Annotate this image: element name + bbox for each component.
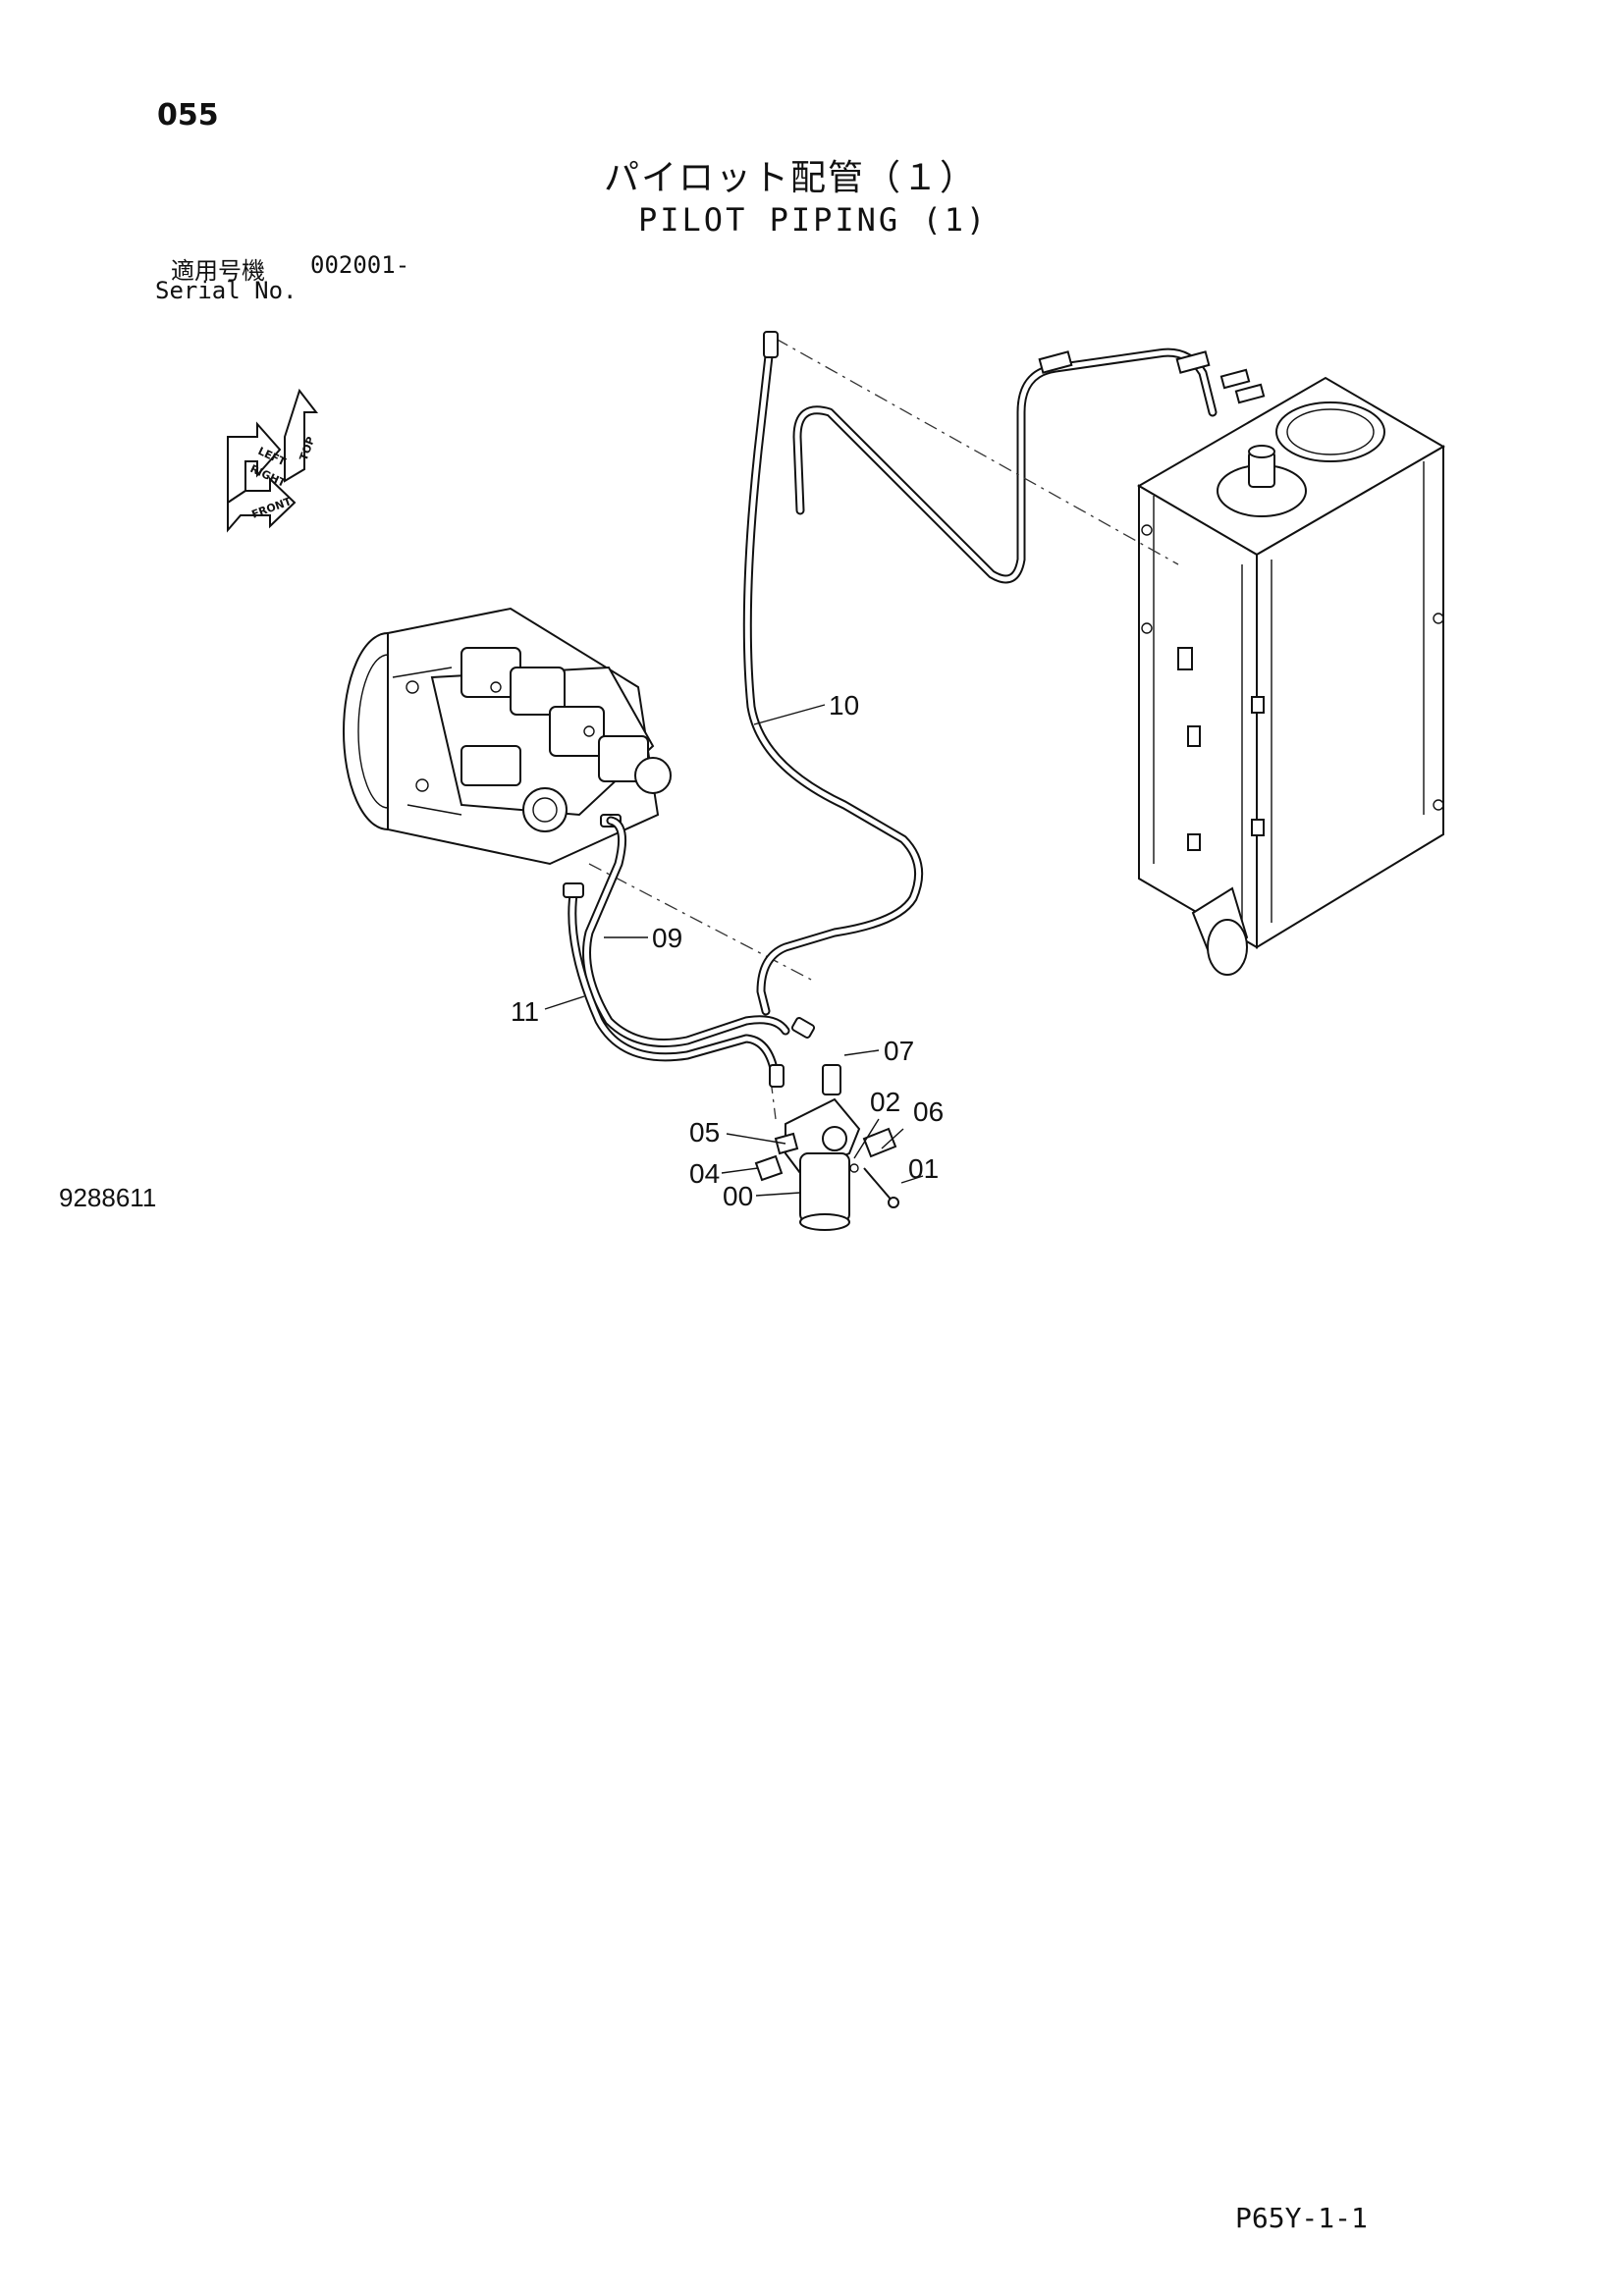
callout-05: 05: [689, 1117, 720, 1148]
hydraulic-pump: [343, 607, 672, 866]
callout-02: 02: [870, 1087, 900, 1117]
callout-06: 06: [913, 1096, 944, 1127]
callout-11: 11: [511, 996, 539, 1027]
assembly-line: [775, 338, 1179, 565]
callout-09: 09: [652, 923, 682, 953]
callout-01: 01: [908, 1153, 939, 1184]
page-title-japanese: パイロット配管（１）: [604, 158, 978, 198]
callout-10: 10: [829, 690, 859, 721]
orientation-arrows-icon: TOP LEFT RIGHT FRONT: [227, 388, 319, 533]
leader-lines: [544, 704, 924, 1197]
hydraulic-tank: [1137, 376, 1445, 976]
serial-number-value: 002001-: [310, 251, 410, 279]
page-title-english: PILOT PIPING (1): [638, 201, 989, 239]
callout-00: 00: [723, 1181, 753, 1211]
callout-04: 04: [689, 1158, 720, 1189]
callout-07: 07: [884, 1036, 914, 1066]
drawing-number: 9288611: [59, 1183, 157, 1212]
tank-cover-plate: [1275, 401, 1385, 462]
pilot-filter: [754, 1064, 899, 1231]
pilot-hoses: [563, 331, 924, 1088]
sheet-code: P65Y-1-1: [1235, 2202, 1368, 2234]
serial-label-english: Serial No.: [155, 277, 298, 304]
tank-return-pipe: [792, 347, 1266, 584]
serial-label-japanese: 適用号機: [171, 257, 265, 285]
assembly-line: [588, 863, 816, 983]
page-number: 055: [157, 98, 219, 133]
